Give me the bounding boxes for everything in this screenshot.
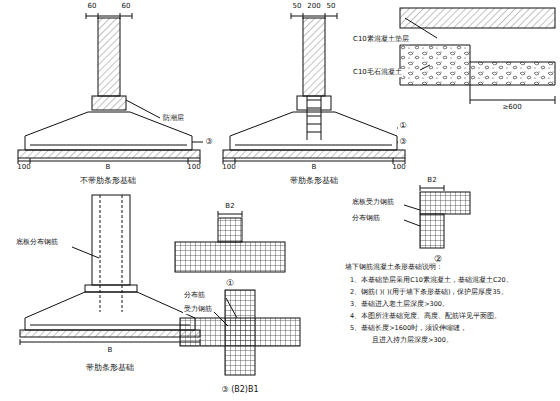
plan-views: [175, 242, 285, 272]
ribbed-footing-section: [100, 195, 122, 312]
dimension: 100: [17, 164, 30, 172]
plan-views: [218, 185, 444, 217]
figure-title: 带肋条形基础: [290, 177, 338, 186]
dimension: B2: [225, 203, 234, 211]
callout-number: ③ (B2)B1: [221, 386, 258, 395]
ribbed-strip-footing: [223, 150, 405, 158]
dimension: 200: [307, 3, 320, 11]
plan-views: [420, 214, 444, 248]
note-line: 3、基础进入老土层深度>300。: [350, 301, 449, 308]
bed-layer-detail: [400, 8, 555, 104]
ribbed-strip-footing: [307, 96, 321, 140]
plain-strip-footing: [192, 142, 203, 143]
plain-strip-footing: [92, 96, 126, 110]
ribbed-strip-footing: [235, 145, 392, 146]
plain-strip-footing: [25, 112, 192, 150]
ribbed-footing-section: [20, 195, 200, 345]
ribbed-strip-footing: [223, 158, 405, 164]
plan-views: [420, 192, 470, 214]
callout-number: ①: [226, 279, 234, 289]
callout-number: ①: [399, 122, 406, 131]
callout-number: ③: [205, 138, 212, 147]
rebar-note: 分布钢筋: [352, 215, 380, 223]
ribbed-strip-footing: [230, 112, 397, 150]
plan-views: [218, 218, 242, 242]
bed-layer-detail: [405, 18, 437, 70]
rebar-note: 底板受力钢筋: [352, 199, 394, 207]
ribbed-footing-section: [25, 292, 195, 330]
note-line: 2、钢筋( )( )(用于墙下条形基础)，保护层厚度35。: [350, 289, 508, 296]
dimension: 60: [88, 3, 97, 11]
dimension: B: [106, 164, 111, 172]
rebar-note: 底板分布钢筋: [16, 239, 58, 247]
note-line: 1、本基础垫层采用C10素混凝土，基础混凝土C20。: [350, 277, 513, 284]
dimension: B: [312, 164, 317, 172]
material-note: 防潮层: [162, 115, 185, 123]
plain-strip-footing: [18, 158, 200, 164]
bed-layer-detail: [400, 8, 555, 28]
ribbed-footing-section: [92, 195, 130, 285]
dimension: 100: [187, 164, 200, 172]
ribbed-footing-section: [30, 325, 190, 326]
plan-views: [180, 318, 300, 346]
figure-title: 带肋条形基础: [86, 364, 134, 373]
material-note: C10素混凝土垫层: [352, 36, 410, 44]
dimension: 50: [327, 3, 336, 11]
dimension: ≥600: [502, 104, 521, 112]
plain-strip-footing: [98, 18, 120, 96]
dimension: 100: [392, 164, 405, 172]
note-line: 且进入持力层深度>300。: [372, 337, 453, 344]
plain-strip-footing: [30, 145, 187, 146]
callout-number: ③: [399, 138, 406, 147]
ribbed-strip-footing: [303, 18, 325, 96]
ribbed-footing-section: [20, 330, 200, 337]
notes-heading: 墙下钢筋混凝土条形基础说明：: [345, 264, 443, 272]
plain-strip-footing: [18, 13, 203, 164]
ribbed-footing-section: [20, 339, 200, 345]
dimension: 100: [222, 164, 235, 172]
dimension: B2: [427, 177, 436, 185]
dimension: B: [108, 347, 113, 355]
rebar-note: 分布筋: [183, 292, 206, 300]
note-line: 4、本图所注基础宽度、高度、配筋详见平面图。: [350, 313, 501, 320]
ribbed-footing-section: [85, 285, 137, 292]
material-note: C10毛石混凝土: [352, 69, 403, 77]
ribbed-footing-section: [72, 247, 99, 258]
plain-strip-footing: [18, 150, 200, 158]
bed-layer-detail: [400, 45, 555, 85]
rebar-note: 受力钢筋: [183, 306, 213, 314]
bed-layer-detail: [470, 62, 555, 104]
ribbed-strip-footing: [397, 128, 398, 142]
note-line: 5、基础长度>1600时，须设伸缩缝，: [350, 325, 467, 332]
figure-title: 不带肋条形基础: [80, 177, 136, 186]
plain-strip-footing: [126, 100, 160, 118]
dimension: 50: [293, 3, 302, 11]
dimension: 60: [122, 3, 131, 11]
